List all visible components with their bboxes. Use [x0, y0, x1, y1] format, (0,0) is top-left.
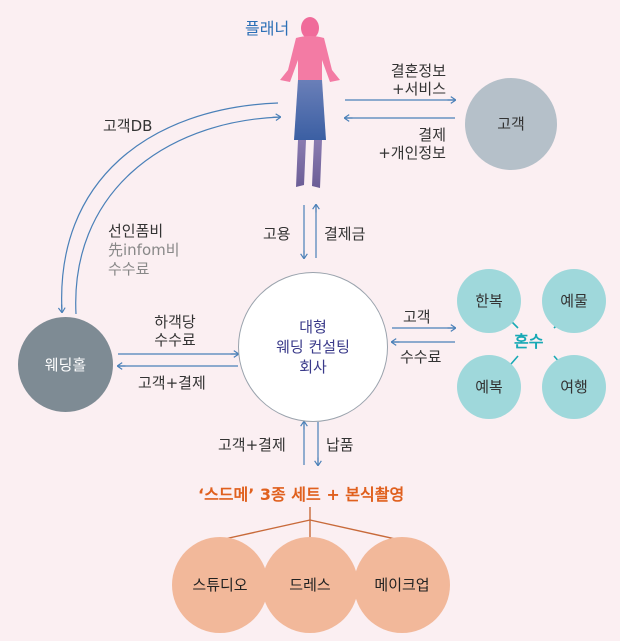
company-node: 대형 웨딩 컨설팅 회사	[238, 272, 388, 422]
package-item-studio: 스튜디오	[172, 537, 268, 633]
honsu-label: 혼수	[514, 332, 544, 351]
flow-company-to-hall: 고객+결제	[138, 374, 206, 392]
customer-node: 고객	[465, 78, 557, 170]
package-item-makeup: 메이크업	[354, 537, 450, 633]
company-label: 대형 웨딩 컨설팅 회사	[276, 318, 350, 376]
honsu-item-hanbok: 한복	[457, 269, 521, 333]
flow-company-to-package: 고객+결제	[218, 436, 286, 454]
package-item-dress: 드레스	[262, 537, 358, 633]
package-tree	[219, 507, 401, 541]
flow-customer-db: 고객DB	[103, 117, 153, 135]
flow-package-to-company: 납품	[326, 436, 354, 454]
honsu-item-yebok: 예복	[457, 355, 521, 419]
flow-honsu-to-company: 수수료	[400, 348, 442, 366]
customer-label: 고객	[497, 115, 525, 133]
flow-payment: 결제금	[324, 225, 366, 243]
flow-hall-to-company: 하객당 수수료	[154, 313, 196, 349]
flow-employment: 고용	[263, 225, 291, 243]
wedding-hall-node: 웨딩홀	[18, 317, 113, 412]
package-title: ‘스드메’ 3종 세트 + 본식촬영	[198, 485, 405, 504]
honsu-item-travel: 여행	[542, 355, 606, 419]
arrow-planner-to-hall-curve	[62, 102, 279, 312]
planner-label: 플래너	[245, 19, 290, 38]
planner-figure-icon	[280, 17, 340, 188]
flow-planner-to-customer: 결혼정보 +서비스	[390, 62, 446, 98]
flow-planner-to-hall-2: 先infom비	[108, 241, 180, 259]
honsu-item-yemul: 예물	[542, 269, 606, 333]
flow-company-to-honsu: 고객	[403, 308, 431, 326]
flow-planner-to-hall-1: 선인폼비	[108, 222, 164, 240]
flow-customer-to-planner: 결제 +개인정보	[378, 126, 446, 162]
wedding-hall-label: 웨딩홀	[44, 355, 87, 374]
flow-planner-to-hall-3: 수수료	[108, 260, 150, 278]
arrow-hall-to-planner-curve	[75, 117, 280, 315]
